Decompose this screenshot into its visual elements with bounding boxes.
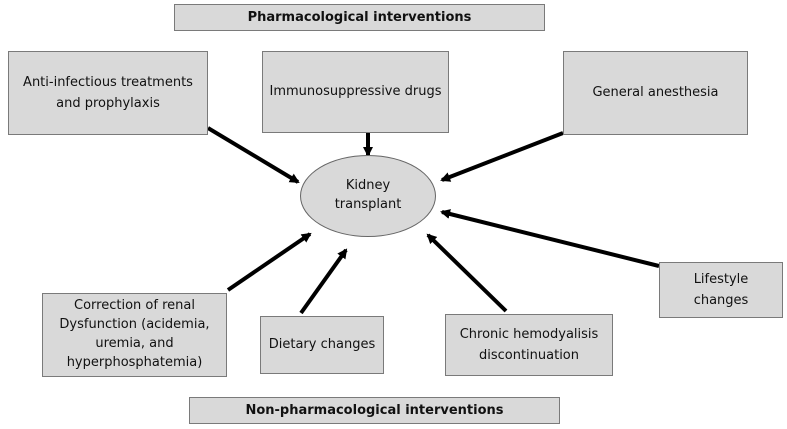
kidney-transplant-node: Kidney transplant (300, 155, 436, 237)
anti-infectious-node: Anti-infectious treatments and prophylax… (8, 51, 208, 135)
lifestyle-label: Lifestyle changes (693, 271, 749, 308)
pharmacological-header-label: Pharmacological interventions (247, 9, 472, 25)
arrow-general-anesthesia (440, 131, 564, 182)
dietary-label: Dietary changes (268, 337, 376, 353)
immunosuppressive-label: Immunosuppressive drugs (269, 84, 442, 100)
immunosuppressive-node: Immunosuppressive drugs (262, 51, 449, 133)
lifestyle-node: Lifestyle changes (659, 262, 783, 318)
general-anesthesia-node: General anesthesia (563, 51, 748, 135)
chronic-hemodialysis-label: Chronic hemodyalisis discontinuation (459, 326, 599, 363)
arrow-lifestyle (440, 209, 660, 268)
dietary-node: Dietary changes (260, 316, 384, 374)
arrow-correction-renal (226, 232, 312, 292)
arrow-chronic-hemodialysis (426, 233, 508, 313)
anti-infectious-label: Anti-infectious treatments and prophylax… (23, 74, 193, 111)
arrow-anti-infectious (206, 126, 300, 184)
general-anesthesia-label: General anesthesia (592, 85, 719, 101)
arrow-dietary (299, 248, 348, 315)
kidney-transplant-label: Kidney transplant (334, 178, 402, 212)
correction-renal-node: Correction of renal Dysfunction (acidemi… (42, 293, 227, 377)
pharmacological-interventions-header: Pharmacological interventions (174, 4, 545, 31)
chronic-hemodialysis-node: Chronic hemodyalisis discontinuation (445, 314, 613, 376)
non-pharmacological-header-label: Non-pharmacological interventions (245, 402, 504, 418)
non-pharmacological-interventions-header: Non-pharmacological interventions (189, 397, 560, 424)
correction-renal-label: Correction of renal Dysfunction (acidemi… (59, 298, 210, 370)
